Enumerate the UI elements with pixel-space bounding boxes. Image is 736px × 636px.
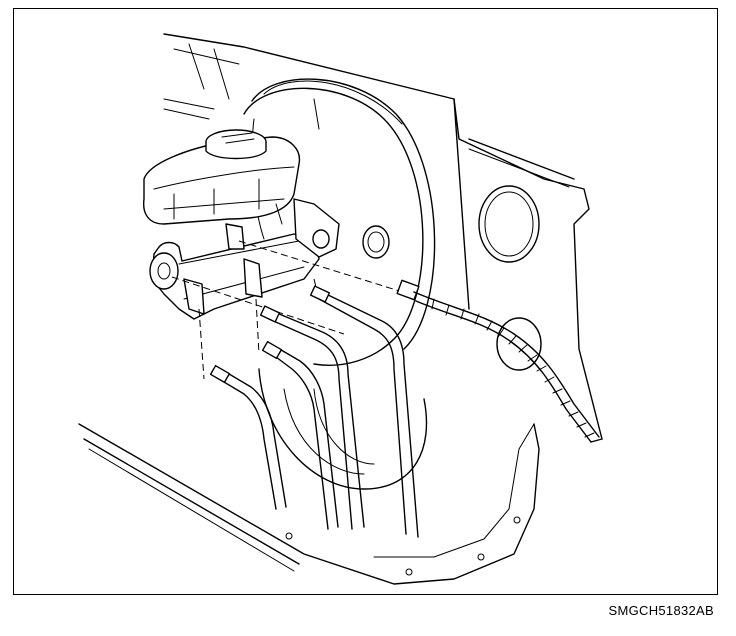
firewall-openings (478, 185, 542, 371)
illustration-frame (13, 8, 718, 595)
tube-nut-fittings (209, 285, 331, 384)
brake-booster (243, 78, 436, 366)
booster-lower-housing (258, 368, 428, 490)
lower-frame-rail (78, 423, 540, 585)
wire-harness (396, 279, 603, 443)
firewall-panel (163, 33, 603, 440)
master-cylinder-body (149, 223, 320, 320)
master-cylinder-reservoir (142, 136, 301, 225)
brake-master-cylinder-illustration (78, 33, 603, 585)
brake-lines (218, 292, 419, 538)
reservoir-cap (205, 129, 267, 160)
figure-caption: SMGCH51832AB (608, 603, 714, 618)
mounting-flange (275, 198, 340, 258)
